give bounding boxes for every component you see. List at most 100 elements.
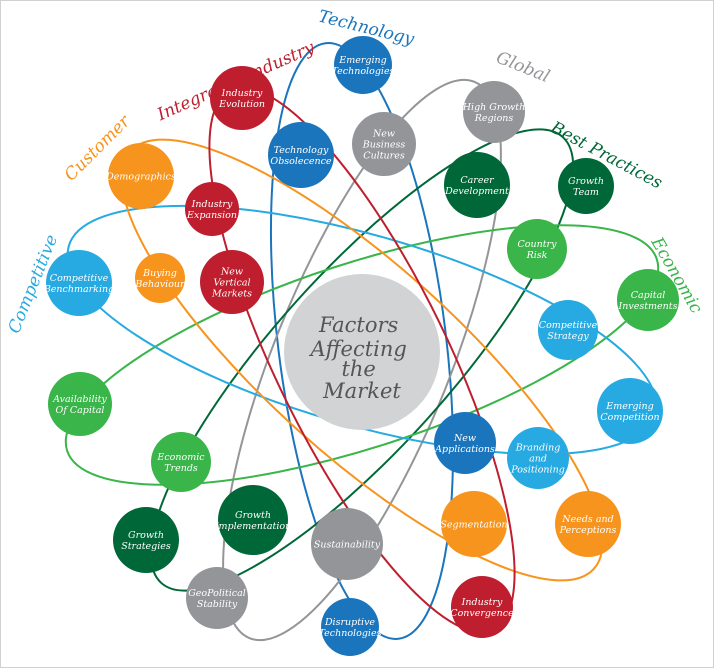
- node-circle: [334, 36, 392, 94]
- node-label-line: Risk: [526, 250, 548, 261]
- node-circle: [46, 250, 112, 316]
- node-label-line: Capital: [631, 290, 666, 301]
- node-circle: [151, 432, 211, 492]
- center-line: the: [341, 357, 375, 381]
- node-label: Demographics: [105, 172, 176, 183]
- node-circle: [108, 143, 174, 209]
- node-circle: [538, 300, 598, 360]
- node-label-line: GeoPolitical: [188, 588, 246, 599]
- node-customer-0: Demographics: [105, 143, 176, 209]
- node-circle: [617, 269, 679, 331]
- node-label-line: Evolution: [218, 99, 265, 110]
- node-label-line: Availability: [52, 394, 107, 405]
- orbit-economic: [64, 224, 660, 486]
- node-circle: [200, 250, 264, 314]
- node-label-line: Technologies: [332, 66, 395, 77]
- node-label-line: Economic: [156, 452, 205, 463]
- node-label-line: Team: [573, 187, 599, 198]
- center-line: Factors: [318, 313, 399, 337]
- node-label: Sustainability: [314, 540, 381, 551]
- center-line: Affecting: [308, 337, 406, 361]
- node-circle: [185, 182, 239, 236]
- node-label-line: Cultures: [363, 151, 405, 162]
- node-label-line: Growth: [235, 510, 271, 521]
- node-circle: [507, 427, 569, 489]
- node-label-line: Of Capital: [56, 405, 105, 416]
- node-label-line: Demographics: [105, 172, 176, 183]
- node-label-line: Emerging: [338, 55, 386, 66]
- node-label-line: Segmentation: [440, 520, 507, 531]
- node-circle: [311, 508, 383, 580]
- node-label-line: Emerging: [605, 401, 653, 412]
- node-circle: [135, 253, 185, 303]
- node-label-line: Expansion: [186, 210, 237, 221]
- node-label-line: Industry: [221, 88, 263, 99]
- node-label-line: Industry: [191, 199, 233, 210]
- node-label-line: Behaviour: [134, 279, 186, 290]
- node-label-line: Growth: [128, 530, 164, 541]
- node-circle: [507, 219, 567, 279]
- node-label-line: New: [220, 267, 243, 278]
- node-global-2: Sustainability: [311, 508, 383, 580]
- node-label-line: Regions: [474, 113, 514, 124]
- node-circle: [451, 576, 513, 638]
- node-label-line: Vertical: [213, 278, 250, 289]
- node-label-line: Needs and: [561, 514, 613, 525]
- node-label-line: Competitive: [539, 320, 598, 331]
- node-label-line: Obsolecence: [270, 156, 332, 167]
- node-label-line: Industry: [461, 597, 503, 608]
- node-label-line: Benchmarking: [43, 284, 114, 295]
- node-circle: [444, 152, 510, 218]
- node-label-line: High Growth: [462, 102, 525, 113]
- node-label-line: Stability: [197, 599, 238, 610]
- node-label-line: Sustainability: [314, 540, 381, 551]
- node-label-line: Technologies: [319, 628, 382, 639]
- node-circle: [48, 372, 112, 436]
- node-label-line: Implementation: [214, 521, 291, 532]
- node-label-line: Strategies: [121, 541, 171, 552]
- node-label-line: Investments: [618, 301, 678, 312]
- node-circle: [218, 485, 288, 555]
- node-circle: [268, 122, 334, 188]
- orbit-best-practices: [149, 128, 575, 592]
- node-circle: [434, 412, 496, 474]
- node-label-line: Strategy: [547, 331, 589, 342]
- center-hub: Factors Affecting the Market: [284, 274, 440, 430]
- center-line: Market: [322, 379, 401, 403]
- node-label-line: Technology: [274, 145, 329, 156]
- node-circle: [463, 81, 525, 143]
- node-label-line: Branding: [515, 443, 561, 454]
- node-label: Segmentation: [440, 520, 507, 531]
- node-circle: [558, 158, 614, 214]
